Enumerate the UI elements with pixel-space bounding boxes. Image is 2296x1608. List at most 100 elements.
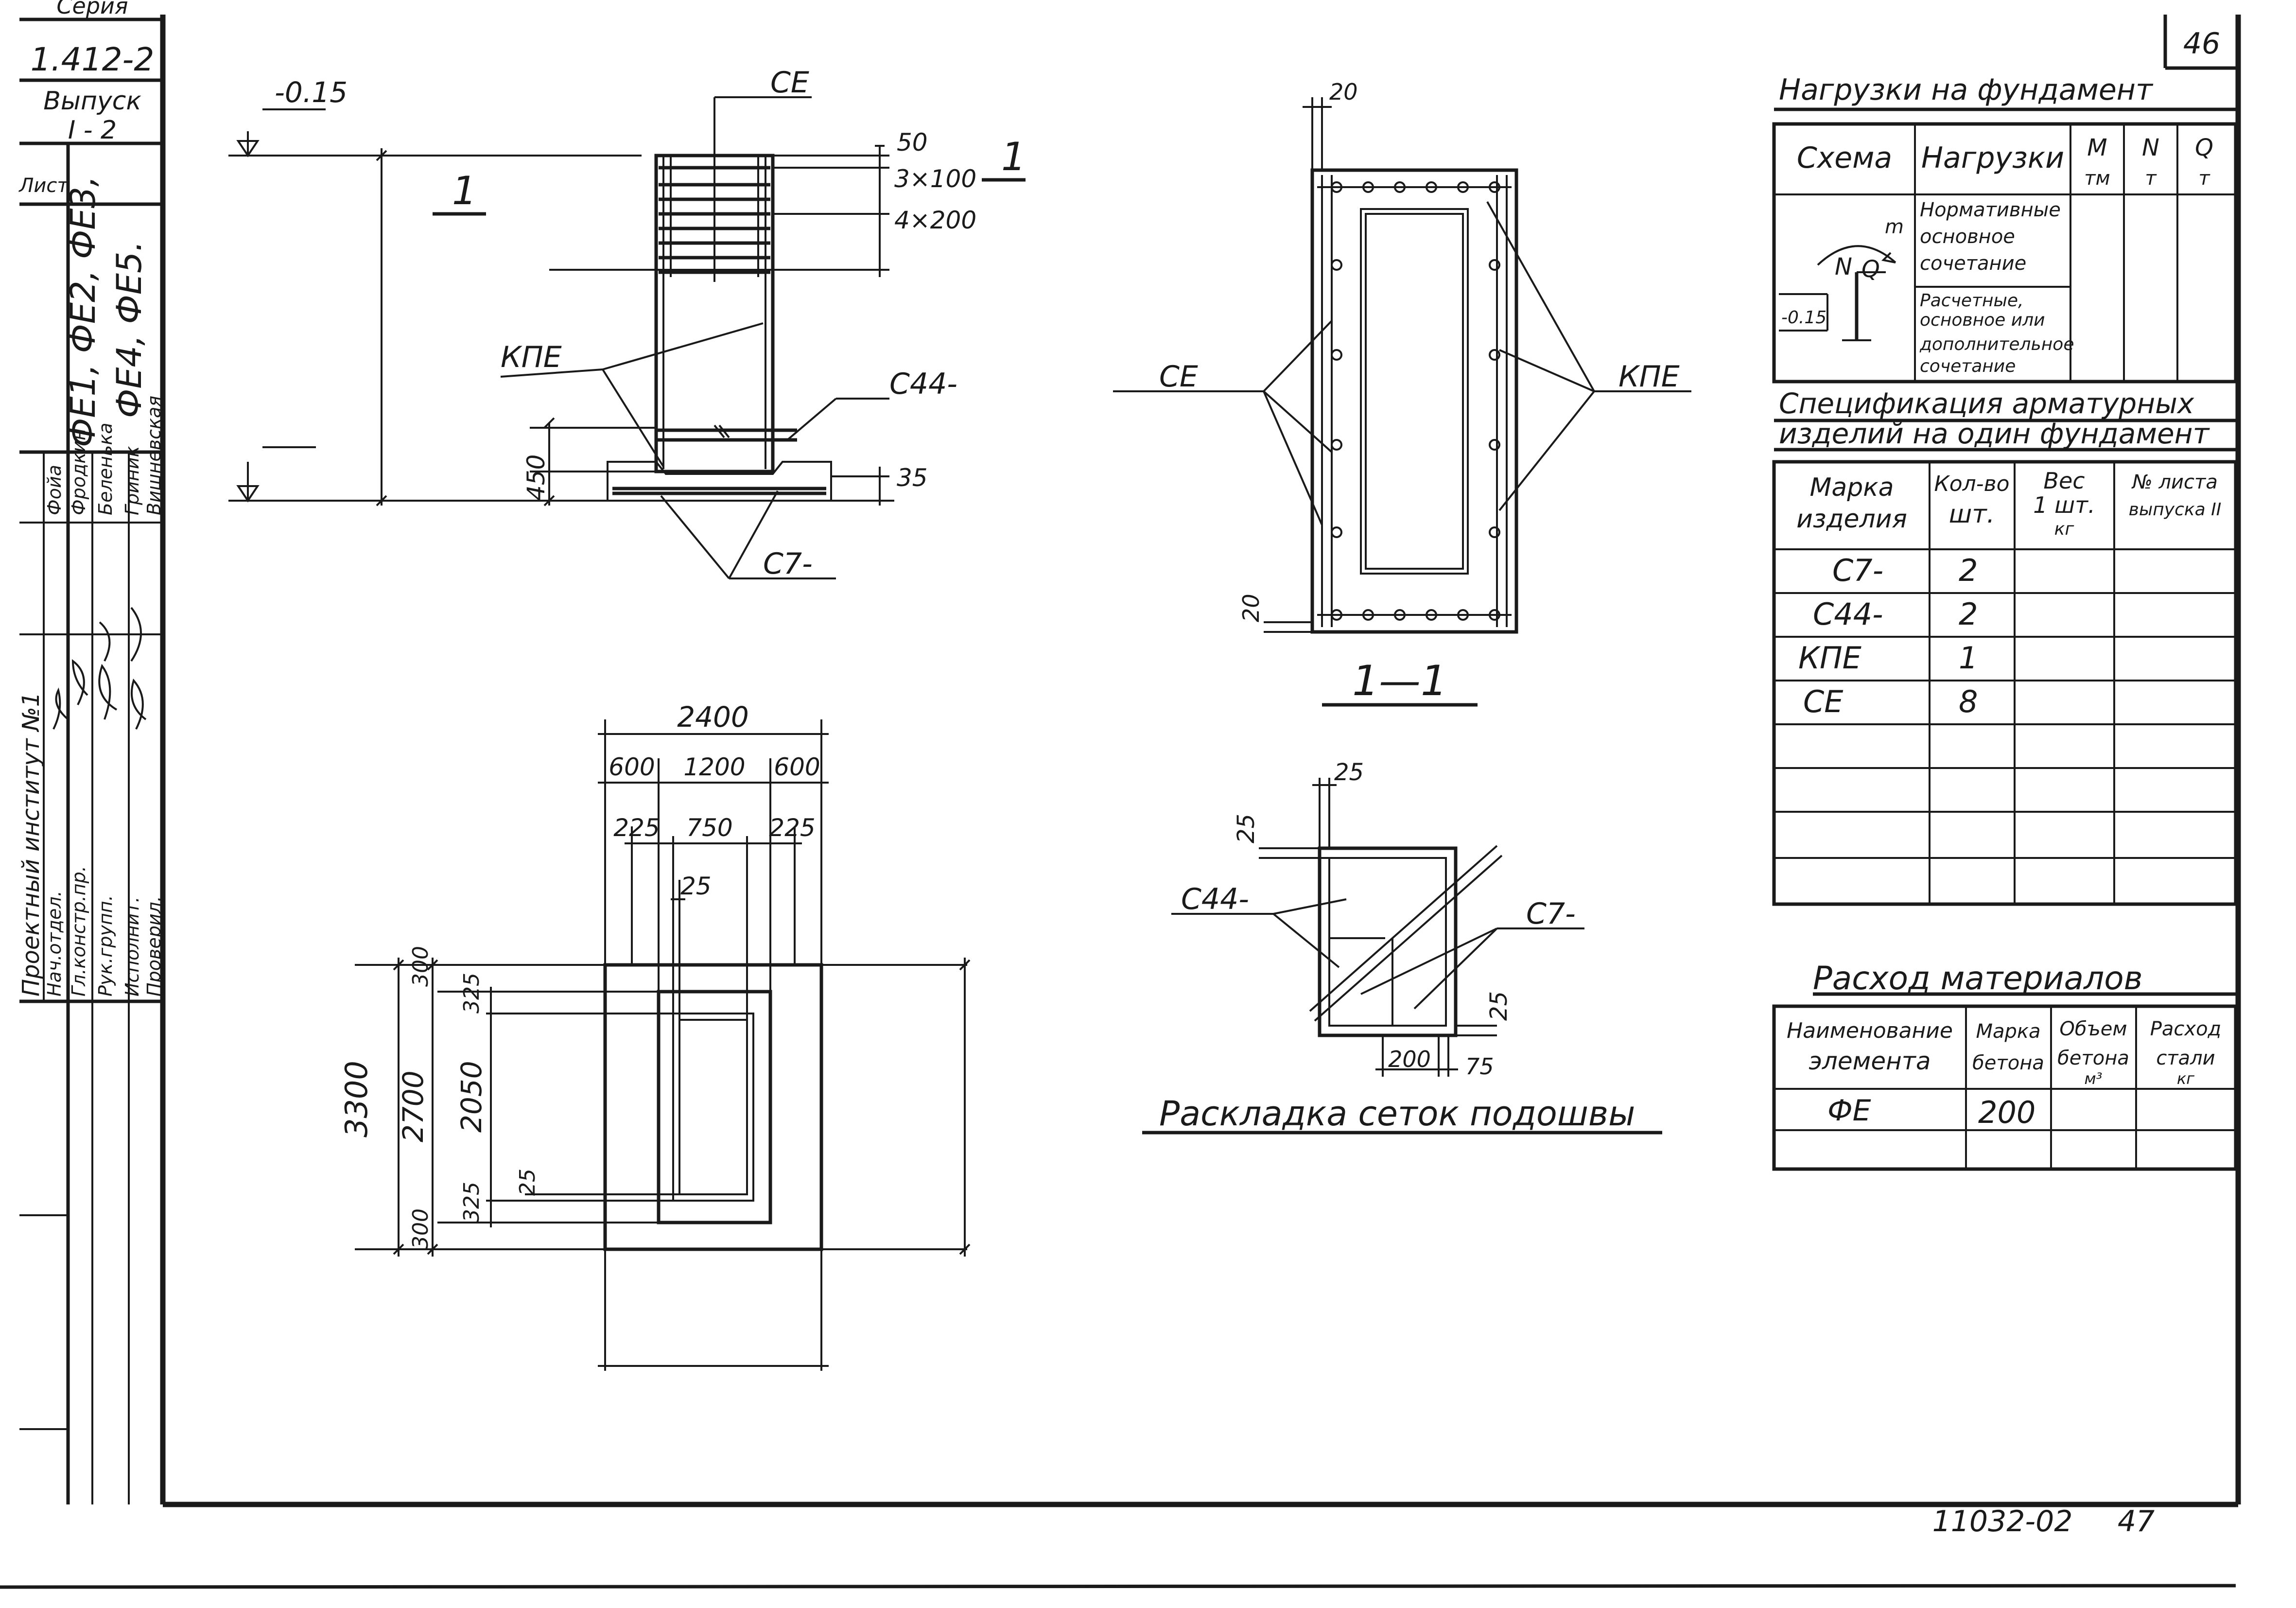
loads-row1-line1: Нормативные bbox=[1920, 199, 2061, 221]
materials-header-volume-1: Объем bbox=[2059, 1018, 2127, 1040]
mesh-dim-25-b: 25 bbox=[1233, 814, 1260, 843]
plan-dim-600-left: 600 bbox=[609, 753, 655, 781]
footer-page-number: 47 bbox=[2118, 1504, 2155, 1538]
role-3: Исполнит. bbox=[122, 897, 143, 996]
loads-row2-line2: основное или bbox=[1920, 310, 2045, 330]
name-4: Вишневская bbox=[143, 396, 165, 515]
cross-label-kpe: КПЕ bbox=[1618, 360, 1680, 394]
materials-row-0-name: ФЕ bbox=[1827, 1094, 1871, 1128]
page-number: 46 bbox=[2183, 27, 2220, 61]
spec-header-weight-3: кг bbox=[2054, 519, 2075, 539]
spec-header-qty-2: шт. bbox=[1949, 500, 1995, 529]
dim-450: 450 bbox=[522, 454, 550, 501]
materials-header-grade-1: Марка bbox=[1976, 1020, 2040, 1043]
materials-header-steel-1: Расход bbox=[2150, 1018, 2221, 1040]
materials-header-volume-2: бетона bbox=[2057, 1047, 2129, 1069]
mesh-dim-200: 200 bbox=[1388, 1046, 1431, 1072]
loads-row1-line3: сочетание bbox=[1920, 252, 2026, 275]
spec-title-line1: Спецификация арматурных bbox=[1779, 387, 2194, 420]
dim-3x100: 3×100 bbox=[894, 165, 976, 193]
spec-row-1-mark: С44- bbox=[1813, 596, 1883, 632]
plan-dim-25-top: 25 bbox=[680, 872, 712, 900]
role-2: Рук.групп. bbox=[95, 895, 116, 996]
plan-dim-325-top: 325 bbox=[459, 973, 484, 1014]
scheme-label-m: m bbox=[1885, 216, 1904, 238]
marks-line-1: ФЕ1, ФЕ2, ФЕ3, bbox=[63, 176, 103, 447]
loads-row2-line4: сочетание bbox=[1920, 356, 2016, 376]
spec-header-mark-2: изделия bbox=[1796, 505, 1907, 534]
series-number: 1.412-2 bbox=[31, 41, 155, 78]
sheet-label: Лист bbox=[18, 175, 69, 197]
plan-dim-750: 750 bbox=[686, 814, 732, 842]
loads-header-n: N bbox=[2142, 134, 2159, 161]
cross-section-caption: 1—1 bbox=[1352, 657, 1447, 705]
materials-row-0-grade: 200 bbox=[1978, 1095, 2035, 1130]
plan-view bbox=[355, 719, 971, 1371]
loads-table bbox=[1772, 107, 2238, 384]
document-code: 11032-02 bbox=[1932, 1504, 2073, 1538]
dim-50: 50 bbox=[897, 128, 928, 157]
mesh-dim-25-a: 25 bbox=[1334, 759, 1364, 786]
mesh-layout-view bbox=[1142, 778, 1662, 1135]
issue-number: I - 2 bbox=[68, 116, 117, 145]
materials-header-steel-3: кг bbox=[2177, 1069, 2194, 1088]
plan-dim-2700: 2700 bbox=[397, 1070, 430, 1142]
loads-unit-n: т bbox=[2145, 167, 2157, 190]
plan-dim-1200: 1200 bbox=[683, 753, 745, 781]
materials-header-grade-2: бетона bbox=[1972, 1052, 2044, 1074]
cross-dim-20-bottom: 20 bbox=[1238, 594, 1264, 622]
spec-header-qty-1: Кол-во bbox=[1934, 472, 2009, 496]
plan-dim-600-right: 600 bbox=[774, 753, 820, 781]
name-0: Фойа bbox=[44, 465, 65, 515]
plan-dim-325-bottom: 325 bbox=[459, 1182, 484, 1223]
materials-header-name-2: элемента bbox=[1809, 1047, 1931, 1075]
loads-header-q: Q bbox=[2195, 134, 2213, 161]
institute-name: Проектный институт №1 bbox=[17, 692, 45, 996]
marks-line-2: ФЕ4, ФЕ5. bbox=[109, 241, 149, 418]
title-block bbox=[19, 17, 163, 1504]
spec-header-sheet-1: № листа bbox=[2131, 471, 2218, 493]
plan-dim-2050: 2050 bbox=[455, 1061, 488, 1133]
spec-title-line2: изделий на один фундамент bbox=[1779, 417, 2210, 450]
loads-row2-line3: дополнительное bbox=[1919, 334, 2074, 354]
role-0: Нач.отдел. bbox=[44, 891, 65, 996]
spec-row-3-qty: 8 bbox=[1959, 684, 1978, 719]
mesh-layout-caption: Раскладка сеток подошвы bbox=[1159, 1094, 1635, 1134]
mesh-label-c44: С44- bbox=[1181, 882, 1249, 916]
mesh-dim-75: 75 bbox=[1465, 1053, 1494, 1080]
spec-header-mark-1: Марка bbox=[1809, 473, 1894, 502]
signatures bbox=[52, 607, 147, 730]
materials-header-steel-2: стали bbox=[2156, 1047, 2215, 1069]
loads-unit-q: т bbox=[2198, 167, 2210, 190]
scheme-label-q: Q bbox=[1861, 256, 1880, 283]
cross-section-view bbox=[1113, 97, 1691, 707]
plan-dim-2400: 2400 bbox=[677, 700, 749, 734]
materials-header-name-1: Наименование bbox=[1787, 1018, 1953, 1043]
materials-table bbox=[1772, 992, 2238, 1171]
scheme-label-level: -0.15 bbox=[1781, 308, 1826, 328]
section-label-c44: С44- bbox=[889, 367, 957, 401]
cross-dim-20-top: 20 bbox=[1329, 79, 1358, 105]
mesh-label-c7: С7- bbox=[1526, 897, 1576, 931]
loads-table-title: Нагрузки на фундамент bbox=[1779, 73, 2154, 107]
section-label-kpe: КПЕ bbox=[501, 340, 562, 374]
series-label: Серия bbox=[56, 0, 128, 19]
section-view bbox=[228, 96, 894, 579]
spec-table bbox=[1772, 419, 2238, 906]
spec-header-weight-2: 1 шт. bbox=[2033, 492, 2095, 518]
loads-row2-line1: Расчетные, bbox=[1920, 291, 2024, 311]
spec-row-0-mark: С7- bbox=[1832, 553, 1883, 588]
dim-4x200: 4×200 bbox=[894, 206, 976, 234]
spec-row-2-qty: 1 bbox=[1959, 640, 1978, 676]
loads-header-loads: Нагрузки bbox=[1921, 141, 2064, 175]
materials-header-volume-3: м³ bbox=[2085, 1069, 2103, 1088]
section-mark-left: 1 bbox=[452, 168, 477, 213]
plan-dim-300-bottom: 300 bbox=[408, 1208, 433, 1249]
loads-unit-m: тм bbox=[2084, 167, 2110, 190]
spec-row-3-mark: СЕ bbox=[1803, 684, 1844, 719]
loads-row1-line2: основное bbox=[1920, 226, 2015, 248]
plan-dim-25-side: 25 bbox=[515, 1169, 540, 1196]
plan-dim-3300: 3300 bbox=[339, 1061, 374, 1137]
role-4: Проверил. bbox=[143, 896, 165, 996]
